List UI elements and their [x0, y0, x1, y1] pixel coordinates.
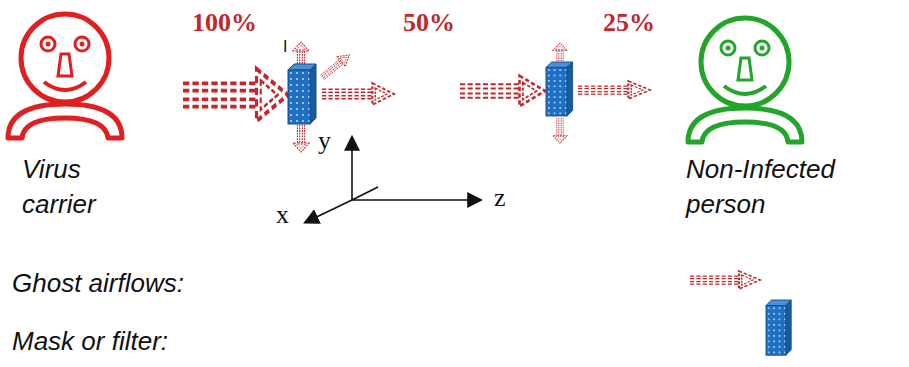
mask-filter [288, 64, 316, 124]
mask-filter [546, 62, 573, 116]
person-label: Non-Infected person [686, 152, 902, 222]
healthy-person-face [688, 18, 802, 142]
ghost-airflow [183, 42, 394, 152]
legend-text: Mask or filter: [12, 324, 168, 359]
person-label: Virus carrier [22, 152, 142, 222]
percentage-label: 100% [192, 8, 257, 38]
ghost-airflow [460, 43, 650, 143]
percentage-label: 25% [603, 8, 655, 38]
percentage-label: 50% [403, 8, 455, 38]
legend-airflow-sample [690, 271, 760, 289]
axis-label: z [494, 183, 506, 213]
axis-label: y [318, 126, 331, 156]
axes [306, 138, 480, 222]
axis-label: x [276, 200, 289, 230]
legend-filter-sample [766, 300, 791, 355]
marker-label: I [283, 38, 287, 56]
legend-text: Ghost airflows: [12, 266, 184, 301]
virus-carrier-face [8, 14, 122, 138]
